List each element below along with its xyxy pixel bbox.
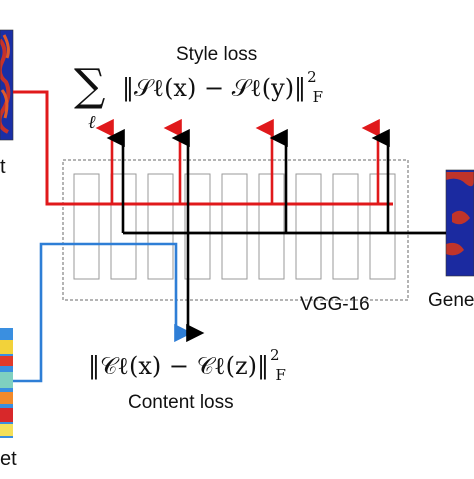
content-loss-label: Content loss <box>128 392 234 413</box>
style-image-caption: t <box>0 156 6 178</box>
layer-box <box>147 173 174 280</box>
content-loss-body: ‖𝒞ℓ(x) − 𝒞ℓ(z)‖ <box>88 352 269 380</box>
generated-image-caption: Gene <box>428 290 474 311</box>
content-path-line <box>13 242 193 383</box>
content-image-caption: et <box>0 448 17 470</box>
content-loss-formula: ‖𝒞ℓ(x) − 𝒞ℓ(z)‖2F <box>88 346 286 384</box>
network-label: VGG-16 <box>300 294 370 315</box>
layer-box <box>369 173 396 280</box>
style-loss-label: Style loss <box>176 44 258 65</box>
style-path-line <box>13 90 393 206</box>
style-loss-power: 2 <box>307 68 317 86</box>
style-loss-sum-symbol: ∑ <box>74 60 106 111</box>
content-loss-power: 2 <box>269 346 280 364</box>
style-loss-body: ‖𝒮ℓ(x) − 𝒮ℓ(y)‖ <box>122 74 307 102</box>
generated-image <box>445 169 474 277</box>
style-image <box>0 29 14 141</box>
layer-box <box>73 173 100 280</box>
layer-box <box>221 173 248 280</box>
content-image <box>0 328 13 438</box>
content-loss-norm-sub: F <box>275 366 286 384</box>
style-loss-formula: ‖𝒮ℓ(x) − 𝒮ℓ(y)‖2F <box>122 68 323 106</box>
style-loss-norm-sub: F <box>312 88 324 106</box>
style-loss-sum-index: ℓ <box>88 112 96 133</box>
layer-box <box>295 173 322 280</box>
network-outline <box>62 159 409 301</box>
layer-box <box>332 173 359 280</box>
